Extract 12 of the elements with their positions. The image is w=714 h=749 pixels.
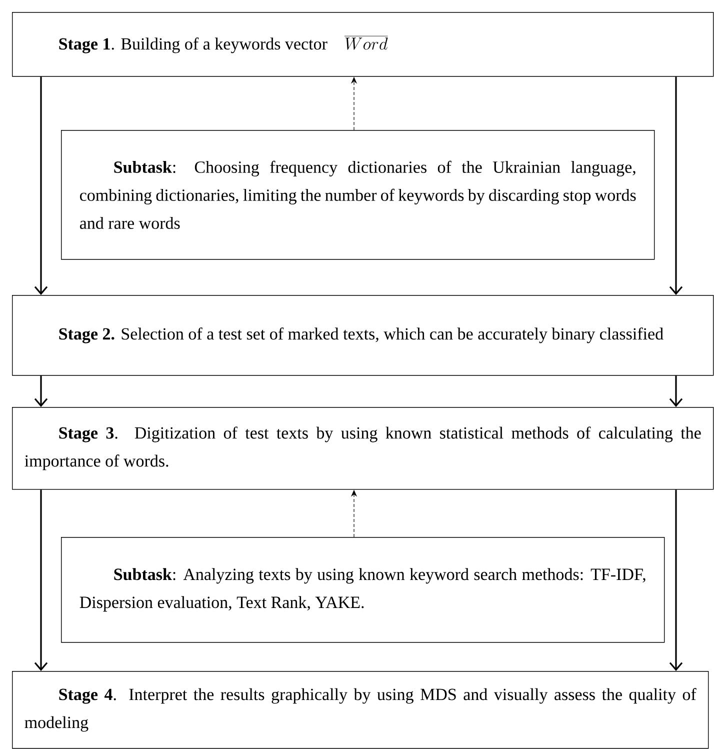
subtask-box: Subtask: Choosing frequency dictionaries of the Ukrainian language, combining dictionaries, limiting the number of keywords by discarding stop words and rare words xyxy=(61,130,655,260)
stage-box: Stage 4. Interpret the results graphically by using MDS and visually assess the quality of modeling xyxy=(12,671,709,749)
arrow xyxy=(669,76,683,295)
stage-box: Stage 1. Building of a keywords vector $\overline{Word}$ xyxy=(12,12,714,77)
stage-box: Stage 3. Digitization of test texts by using known statistical methods of calculating the importance of words. xyxy=(12,407,714,490)
arrow xyxy=(34,490,48,671)
arrow xyxy=(669,376,683,407)
subtask-box: Subtask: Analyzing texts by using known keyword search methods: TF-IDF, Dispersion evaluation, Text Rank, YAKE. xyxy=(61,537,665,643)
arrow xyxy=(34,76,48,295)
arrow xyxy=(669,490,683,671)
stage-box: Stage 2. Selection of a test set of marked texts, which can be accurately binary classified xyxy=(12,295,714,376)
arrow xyxy=(34,376,48,407)
